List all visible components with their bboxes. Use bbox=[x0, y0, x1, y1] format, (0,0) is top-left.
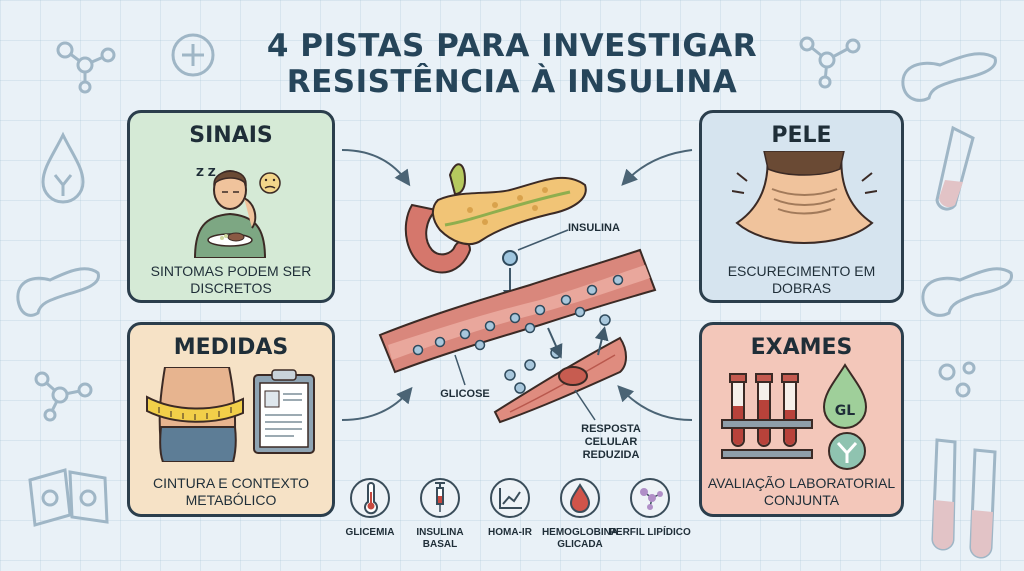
test-label-insulina-basal: INSULINA BASAL bbox=[416, 527, 464, 550]
card-sinais: SINAIS Z Z SINTOMAS PODEM SER DISCRETOS bbox=[127, 110, 335, 303]
waist-tape-icon bbox=[146, 367, 244, 462]
test-tubes-deco-icon bbox=[931, 438, 997, 559]
card-pele-heading: PELE bbox=[771, 123, 832, 148]
glucose-badge-text: GL bbox=[835, 403, 855, 419]
sleep-marks: Z Z bbox=[196, 166, 216, 179]
molecule-icon bbox=[630, 478, 670, 518]
pancreas-deco-icon bbox=[16, 267, 100, 317]
insulina-label: INSULINA bbox=[568, 222, 620, 234]
dots-deco-icon bbox=[938, 361, 976, 398]
test-label-hemoglobina-glicada: HEMOGLOBINA GLICADA bbox=[541, 527, 619, 550]
page-title-line-2: RESISTÊNCIA À INSULINA bbox=[286, 64, 738, 100]
pancreas-deco-icon-2 bbox=[901, 52, 997, 102]
arrow-medidas bbox=[341, 386, 413, 421]
thermometer-icon bbox=[350, 478, 390, 518]
pancreas-icon bbox=[404, 163, 587, 274]
test-label-perfil-lipidico: PERFIL LIPÍDICO bbox=[609, 527, 691, 538]
clipboard-icon bbox=[253, 369, 315, 454]
glucose-drop-icon: GL bbox=[822, 363, 868, 470]
glicose-label: GLICOSE bbox=[440, 388, 490, 400]
card-medidas: MEDIDAS CINTURA E CONTEXTO METABÓLICO bbox=[127, 322, 335, 517]
test-tube-deco-icon bbox=[935, 125, 975, 211]
card-exames: EXAMES GL AVALIAÇÃO LABORATORIAL CONJUNT… bbox=[699, 322, 904, 517]
card-exames-heading: EXAMES bbox=[750, 335, 853, 360]
card-medidas-heading: MEDIDAS bbox=[173, 335, 289, 360]
cells-deco-icon bbox=[28, 468, 109, 527]
plus-circle-deco-icon bbox=[171, 33, 215, 77]
card-sinais-heading: SINAIS bbox=[189, 123, 273, 148]
blood-drop-icon bbox=[560, 478, 600, 518]
molecule-deco-icon bbox=[56, 41, 116, 94]
arrow-exames bbox=[617, 385, 693, 421]
card-exames-caption: AVALIAÇÃO LABORATORIAL CONJUNTA bbox=[707, 475, 896, 508]
drop-deco-icon bbox=[41, 131, 85, 204]
insulin-resistance-illustration bbox=[378, 163, 657, 424]
arrow-pele bbox=[621, 149, 693, 186]
card-medidas-caption: CINTURA E CONTEXTO METABÓLICO bbox=[152, 475, 310, 508]
test-label-glicemia: GLICEMIA bbox=[345, 527, 395, 538]
tired-person-icon: Z Z bbox=[193, 166, 281, 258]
syringe-icon bbox=[420, 478, 460, 518]
test-tubes-rack-icon bbox=[721, 373, 813, 459]
line-chart-icon bbox=[490, 478, 530, 518]
neck-skin-icon bbox=[732, 151, 877, 245]
test-label-homa-ir: HOMA-IR bbox=[488, 527, 532, 538]
molecule-deco-icon-3 bbox=[799, 36, 861, 89]
arrow-sinais bbox=[341, 149, 411, 187]
card-pele-caption: ESCURECIMENTO EM DOBRAS bbox=[727, 263, 876, 296]
resposta-celular-label: RESPOSTA CELULAR REDUZIDA bbox=[581, 423, 641, 461]
molecule-deco-icon-2 bbox=[34, 371, 93, 422]
pancreas-deco-icon-3 bbox=[921, 267, 1013, 317]
card-sinais-caption: SINTOMAS PODEM SER DISCRETOS bbox=[150, 263, 312, 296]
page-title-line-1: 4 PISTAS PARA INVESTIGAR bbox=[266, 28, 758, 64]
blood-vessel-icon bbox=[378, 248, 657, 374]
muscle-cell-icon bbox=[493, 314, 627, 424]
card-pele: PELE ESCURECIMENTO EM DOBRAS bbox=[699, 110, 904, 303]
